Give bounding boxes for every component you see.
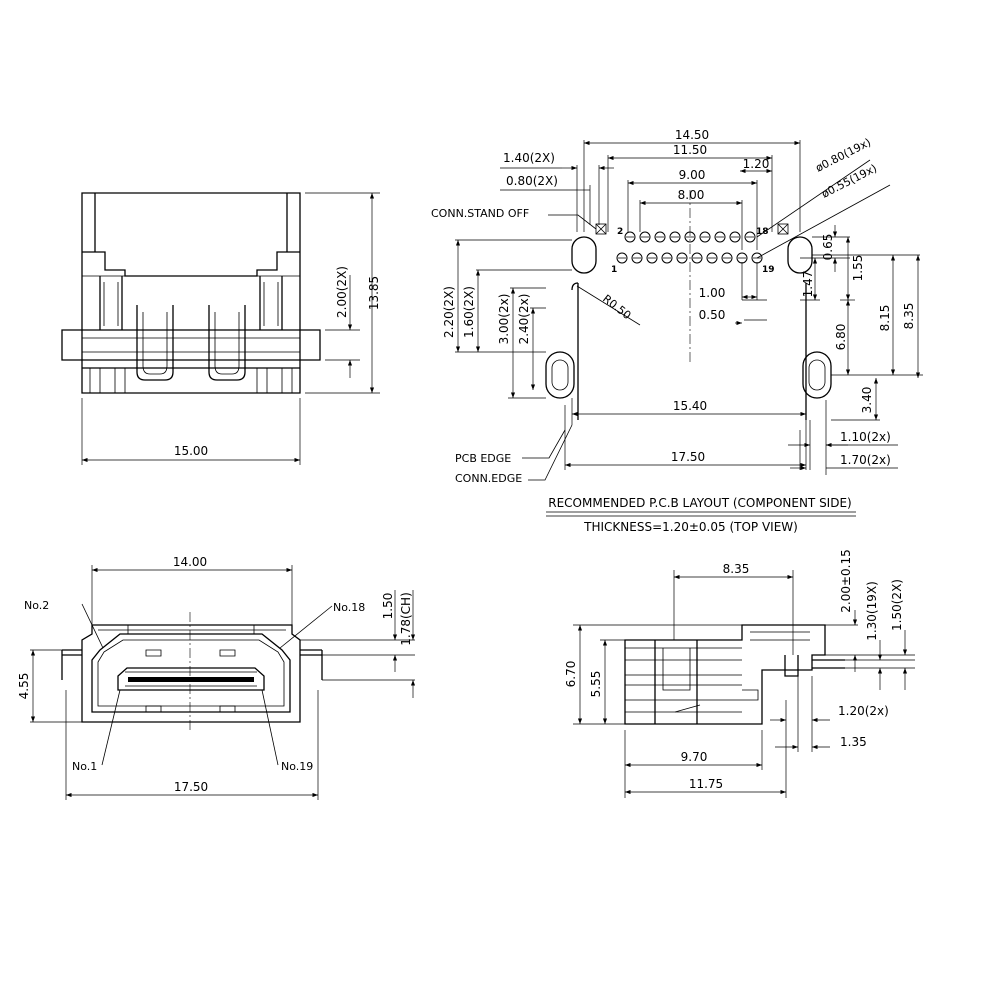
dim-11-50: 11.50 (673, 143, 707, 157)
dim-1-78: 1.78(CH) (399, 592, 413, 645)
pin-row-bottom (616, 252, 763, 264)
dim-3-00: 3.00(2x) (497, 294, 511, 345)
slot-right (802, 351, 832, 399)
dim-1-60: 1.60(2X) (462, 286, 476, 338)
dim-1-50-side: 1.50(2X) (890, 579, 904, 631)
dim-4-55: 4.55 (17, 673, 31, 700)
caption-recommended: RECOMMENDED P.C.B LAYOUT (COMPONENT SIDE… (548, 496, 851, 510)
dim-8-15: 8.15 (878, 305, 892, 332)
dim-height: 13.85 (367, 276, 381, 310)
contact-row (128, 677, 254, 682)
label-pcb-edge: PCB EDGE (455, 452, 511, 465)
dim-9-70: 9.70 (681, 750, 708, 764)
dim-1-20: 1.20 (743, 157, 770, 171)
callout-no19: No.19 (281, 760, 313, 773)
callout-no18: No.18 (333, 601, 365, 614)
side-view: 8.35 6.70 5.55 9.70 11.75 1.20(2x) 1.35 … (564, 549, 915, 798)
dim-0-65: 0.65 (821, 234, 835, 261)
dim-17-50: 17.50 (671, 450, 705, 464)
dim-15-40: 15.40 (673, 399, 707, 413)
dim-8-00: 8.00 (678, 188, 705, 202)
dim-1-10: 1.10(2x) (840, 430, 891, 444)
dim-9-00: 9.00 (679, 168, 706, 182)
dim-1-50: 1.50 (381, 593, 395, 620)
dim-17-50-front: 17.50 (174, 780, 208, 794)
callout-no2: No.2 (24, 599, 49, 612)
dim-2-40: 2.40(2x) (517, 294, 531, 345)
callout-no1: No.1 (72, 760, 97, 773)
dim-0-50: 0.50 (699, 308, 726, 322)
top-left-view: 15.00 13.85 2.00(2X) (61, 192, 381, 465)
label-standoff: CONN.STAND OFF (431, 207, 529, 220)
dim-pitch: 2.00(2X) (335, 266, 349, 318)
dim-14-00: 14.00 (173, 555, 207, 569)
dim-3-40: 3.40 (860, 387, 874, 414)
pin-label-19: 19 (762, 265, 775, 275)
dim-1-30: 1.30(19X) (865, 581, 879, 641)
pcb-layout-view: 2 1 18 19 14.50 11.50 9.00 8.00 1.20 1.4… (431, 128, 923, 534)
dim-8-35-side: 8.35 (723, 562, 750, 576)
dim-8-35: 8.35 (902, 303, 916, 330)
dim-1-00: 1.00 (699, 286, 726, 300)
dim-0-80: 0.80(2X) (506, 174, 558, 188)
dim-1-70: 1.70(2x) (840, 453, 891, 467)
pin-label-2: 2 (617, 227, 623, 237)
dim-radius: R0.50 (600, 292, 633, 322)
pin-label-1: 1 (611, 265, 617, 275)
mount-hole-left (571, 236, 597, 274)
slot-left (545, 351, 575, 399)
dim-6-70: 6.70 (564, 661, 578, 688)
dim-1-47: 1.47 (801, 271, 815, 298)
pin-label-18: 18 (756, 227, 769, 237)
mount-hole-right (787, 236, 813, 274)
dim-2-00-tol: 2.00±0.15 (839, 549, 853, 613)
front-view: 14.00 17.50 4.55 1.50 1.78(CH) No.2 No.1… (17, 555, 416, 800)
dim-14-50: 14.50 (675, 128, 709, 142)
pin-row-top (624, 231, 756, 243)
dim-width: 15.00 (174, 444, 208, 458)
dim-1-20-side: 1.20(2x) (838, 704, 889, 718)
dim-6-80: 6.80 (834, 324, 848, 351)
dim-1-35: 1.35 (840, 735, 867, 749)
dim-1-40: 1.40(2X) (503, 151, 555, 165)
label-conn-edge: CONN.EDGE (455, 472, 522, 485)
dim-5-55: 5.55 (589, 671, 603, 698)
dim-2-20: 2.20(2X) (442, 286, 456, 338)
caption-thickness: THICKNESS=1.20±0.05 (TOP VIEW) (583, 520, 798, 534)
dim-11-75: 11.75 (689, 777, 723, 791)
dim-1-55: 1.55 (851, 255, 865, 282)
